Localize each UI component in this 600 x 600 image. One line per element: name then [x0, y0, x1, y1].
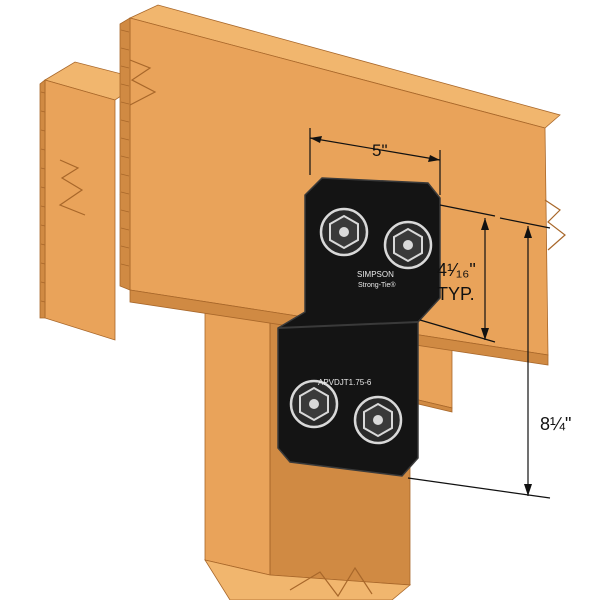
dimension-height: 8¼" [407, 217, 571, 499]
grain-line [120, 209, 130, 213]
grain-line [40, 110, 46, 113]
bolt-lower-right [353, 395, 403, 445]
bracket-brand-line2: Strong-Tie® [358, 281, 396, 289]
grain-line [120, 245, 130, 249]
rear-beam-end [39, 79, 46, 319]
grain-line [120, 173, 130, 177]
post-break-line [289, 566, 373, 598]
dimension-bolt-spacing-note: TYP. [437, 284, 475, 304]
grain-line [40, 186, 46, 189]
grain-line [40, 205, 46, 208]
grain-line [120, 137, 130, 141]
grain-line [40, 300, 46, 303]
bolt-upper-right [383, 220, 433, 270]
grain-line [40, 167, 46, 170]
grain-line [120, 263, 130, 267]
grain-line [40, 262, 46, 265]
grain-line [40, 243, 46, 246]
grain-line [40, 91, 46, 94]
dimension-bolt-spacing-label: 4¹⁄₁₆" [437, 260, 476, 280]
bolt-lower-left [289, 379, 339, 429]
bracket: SIMPSON Strong-Tie® APVDJT1.75-6 [277, 177, 441, 477]
dimension-width: 5" [309, 128, 441, 195]
rear-beam [39, 61, 453, 413]
rear-beam-break-line [58, 159, 86, 216]
grain-line [120, 227, 130, 231]
grain-line [40, 224, 46, 227]
bracket-model-label: APVDJT1.75-6 [318, 378, 372, 387]
grain-line [40, 148, 46, 151]
rear-beam-face [44, 79, 116, 341]
grain-line [120, 83, 130, 87]
main-beam-left-end [119, 17, 131, 291]
main-beam-break-line-right [544, 199, 566, 251]
bolt-upper-left [319, 207, 369, 257]
grain-line [40, 281, 46, 284]
grain-line [120, 47, 130, 51]
grain-line [120, 191, 130, 195]
dimension-width-label: 5" [372, 141, 388, 160]
grain-line [40, 129, 46, 132]
beam-grain [40, 29, 130, 303]
post-front-face [204, 299, 271, 576]
grain-line [120, 155, 130, 159]
grain-line [120, 65, 130, 69]
grain-line [120, 29, 130, 33]
bracket-brand-line1: SIMPSON [357, 270, 394, 279]
dimension-height-label: 8¼" [540, 414, 571, 434]
main-beam-break-line [129, 59, 157, 106]
dimension-bolt-spacing: 4¹⁄₁₆" TYP. [419, 204, 496, 343]
grain-line [120, 101, 130, 105]
bracket-bend-line [277, 321, 419, 329]
grain-line [120, 119, 130, 123]
